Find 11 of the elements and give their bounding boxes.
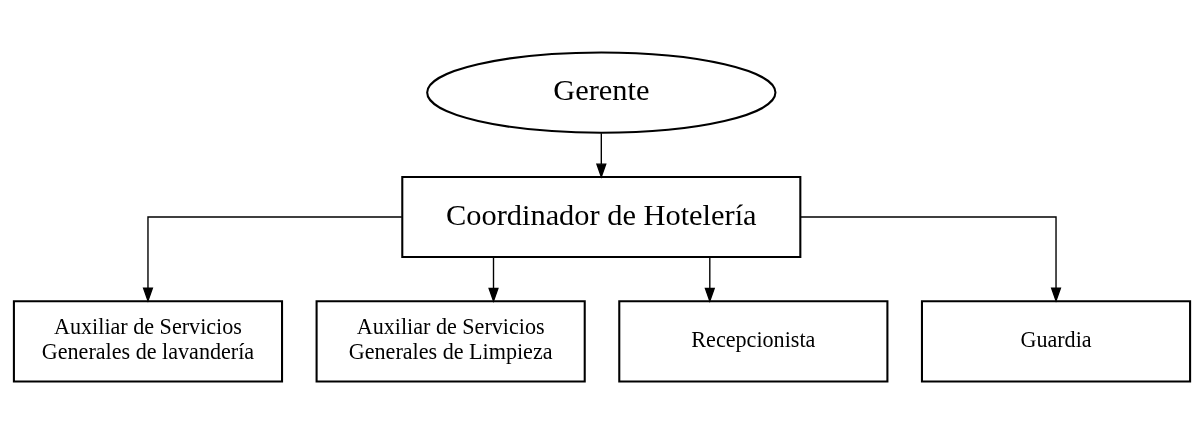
node-box: Recepcionista bbox=[618, 300, 889, 383]
node-box: Coordinador de Hotelería bbox=[401, 175, 802, 259]
arrow bbox=[142, 216, 403, 303]
arrow bbox=[596, 132, 607, 179]
arrow bbox=[488, 257, 499, 304]
node-box: Auxiliar de Servicios Generales de Limpieza bbox=[315, 300, 586, 383]
node-box: Guardia bbox=[920, 300, 1192, 383]
node-ellipse: Gerente bbox=[426, 51, 777, 134]
arrow bbox=[800, 216, 1062, 303]
node-box: Auxiliar de Servicios Generales de lavandería bbox=[12, 300, 284, 383]
arrow bbox=[704, 257, 716, 304]
